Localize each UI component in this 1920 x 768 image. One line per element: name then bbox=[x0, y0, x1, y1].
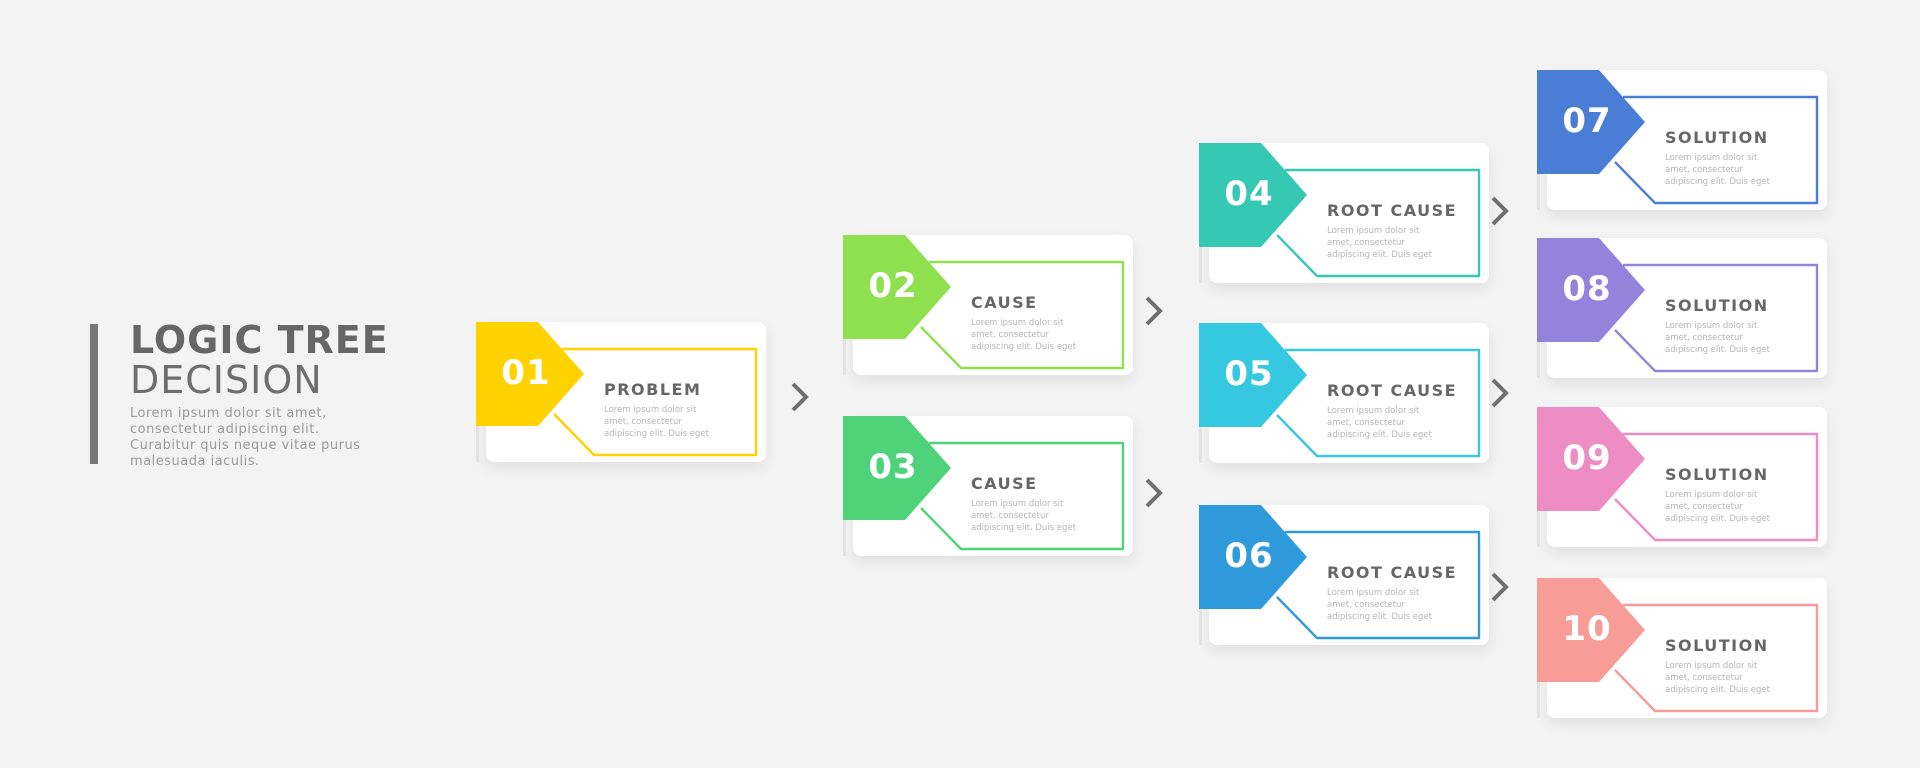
node-heading: ROOT CAUSE bbox=[1327, 381, 1458, 400]
number-tag-shape bbox=[476, 322, 584, 426]
tag-shadow-line bbox=[843, 339, 846, 375]
node-number: 01 bbox=[501, 353, 551, 393]
node-text: Lorem ipsum dolor sit amet, consectetur … bbox=[1327, 226, 1432, 260]
node-frame bbox=[1199, 505, 1481, 645]
outline-path bbox=[1276, 530, 1481, 640]
outline-path bbox=[1614, 603, 1819, 713]
tag-shadow-line bbox=[1537, 342, 1540, 378]
number-tag-shape bbox=[1199, 505, 1307, 609]
node-text: Lorem ipsum dolor sit amet, consectetur … bbox=[1327, 406, 1432, 440]
outline-path bbox=[1614, 263, 1819, 373]
node-frame bbox=[843, 235, 1125, 375]
outline-path bbox=[1614, 95, 1819, 205]
title-accent-bar bbox=[90, 324, 98, 464]
chevron-right-icon bbox=[791, 382, 809, 412]
node-frame bbox=[1537, 578, 1819, 718]
node-number: 02 bbox=[868, 266, 918, 306]
tag-shadow-line bbox=[1537, 511, 1540, 547]
node-number: 06 bbox=[1224, 536, 1274, 576]
outline-path bbox=[553, 347, 758, 457]
node-text: Lorem ipsum dolor sit amet, consectetur … bbox=[1665, 661, 1770, 695]
node-heading: PROBLEM bbox=[604, 380, 702, 399]
tag-shadow-line bbox=[1199, 609, 1202, 645]
node-frame bbox=[843, 416, 1125, 556]
node-text: Lorem ipsum dolor sit amet, consectetur … bbox=[1665, 321, 1770, 355]
title-line-1: LOGIC TREE bbox=[130, 318, 389, 362]
node-text: Lorem ipsum dolor sit amet, consectetur … bbox=[1665, 490, 1770, 524]
outline-path bbox=[1276, 168, 1481, 278]
tag-shadow-line bbox=[1199, 247, 1202, 283]
number-tag-shape bbox=[843, 416, 951, 520]
number-tag-shape bbox=[1537, 407, 1645, 511]
tag-shadow-line bbox=[1537, 174, 1540, 210]
outline-path bbox=[920, 260, 1125, 370]
node-heading: ROOT CAUSE bbox=[1327, 201, 1458, 220]
node-heading: SOLUTION bbox=[1665, 636, 1769, 655]
node-number: 05 bbox=[1224, 354, 1274, 394]
chevron-right-icon bbox=[1491, 378, 1509, 408]
node-number: 07 bbox=[1562, 101, 1612, 141]
number-tag-shape bbox=[1199, 143, 1307, 247]
number-tag-shape bbox=[843, 235, 951, 339]
outline-path bbox=[920, 441, 1125, 551]
node-number: 04 bbox=[1224, 174, 1274, 214]
chevron-right-icon bbox=[1145, 478, 1163, 508]
node-text: Lorem ipsum dolor sit amet, consectetur … bbox=[604, 405, 709, 439]
node-heading: CAUSE bbox=[971, 293, 1038, 312]
node-heading: SOLUTION bbox=[1665, 296, 1769, 315]
title-line-2: DECISION bbox=[130, 358, 323, 402]
chevron-right-icon bbox=[1491, 572, 1509, 602]
node-number: 03 bbox=[868, 447, 918, 487]
title-description: Lorem ipsum dolor sit amet, consectetur … bbox=[130, 406, 361, 469]
tag-shadow-line bbox=[1537, 682, 1540, 718]
node-frame bbox=[1537, 407, 1819, 547]
number-tag-shape bbox=[1537, 238, 1645, 342]
node-heading: ROOT CAUSE bbox=[1327, 563, 1458, 582]
node-number: 08 bbox=[1562, 269, 1612, 309]
tag-shadow-line bbox=[843, 520, 846, 556]
tag-shadow-line bbox=[1199, 427, 1202, 463]
node-frame bbox=[1537, 238, 1819, 378]
chevron-right-icon bbox=[1145, 296, 1163, 326]
number-tag-shape bbox=[1199, 323, 1307, 427]
node-number: 09 bbox=[1562, 438, 1612, 478]
node-heading: CAUSE bbox=[971, 474, 1038, 493]
node-frame bbox=[476, 322, 758, 462]
node-text: Lorem ipsum dolor sit amet, consectetur … bbox=[971, 499, 1076, 533]
chevron-right-icon bbox=[1491, 196, 1509, 226]
node-text: Lorem ipsum dolor sit amet, consectetur … bbox=[971, 318, 1076, 352]
node-heading: SOLUTION bbox=[1665, 128, 1769, 147]
node-heading: SOLUTION bbox=[1665, 465, 1769, 484]
node-text: Lorem ipsum dolor sit amet, consectetur … bbox=[1665, 153, 1770, 187]
outline-path bbox=[1276, 348, 1481, 458]
tag-shadow-line bbox=[476, 426, 479, 462]
node-text: Lorem ipsum dolor sit amet, consectetur … bbox=[1327, 588, 1432, 622]
number-tag-shape bbox=[1537, 578, 1645, 682]
node-frame bbox=[1199, 143, 1481, 283]
node-frame bbox=[1537, 70, 1819, 210]
node-number: 10 bbox=[1562, 609, 1612, 649]
outline-path bbox=[1614, 432, 1819, 542]
node-frame bbox=[1199, 323, 1481, 463]
number-tag-shape bbox=[1537, 70, 1645, 174]
